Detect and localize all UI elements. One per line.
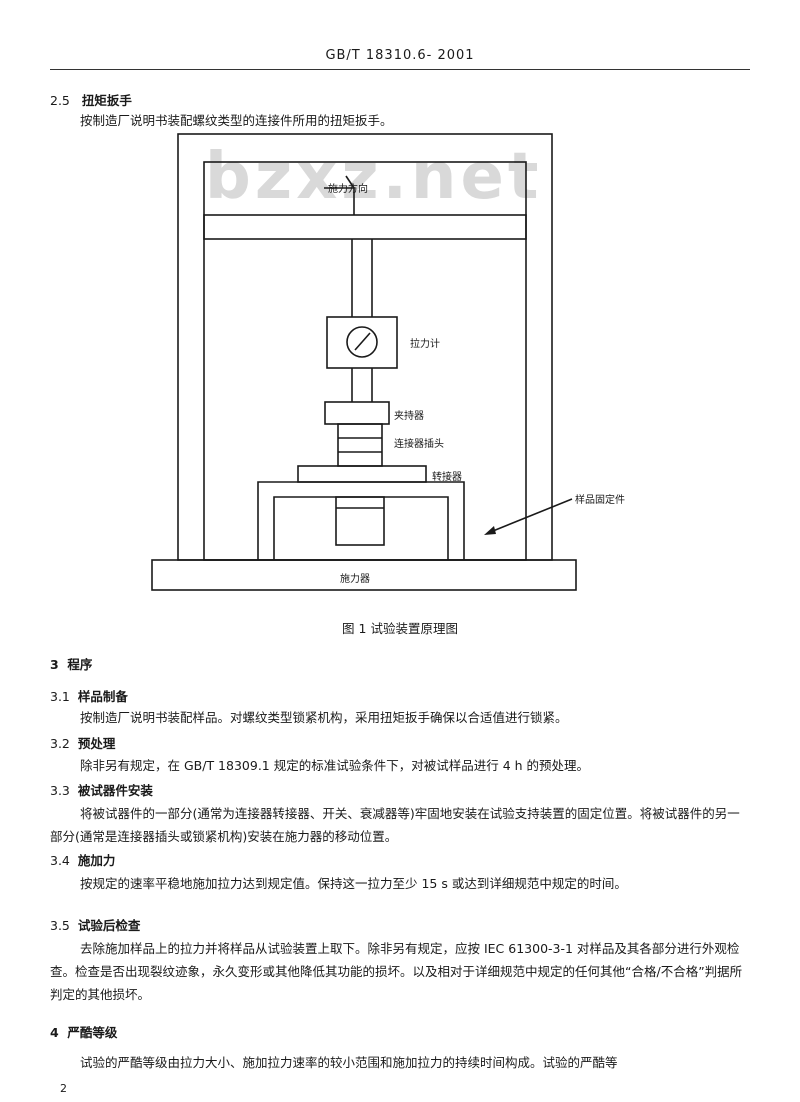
section-3-5-heading: 3.5 试验后检查 <box>50 917 140 935</box>
gauge-box <box>326 316 398 369</box>
section-3-4-heading: 3.4 施加力 <box>50 852 115 870</box>
label-sample-holder: 样品固定件 <box>575 495 625 506</box>
section-title: 试验后检查 <box>77 918 141 933</box>
section-2-5-body: 按制造厂说明书装配螺纹类型的连接件所用的扭矩扳手。 <box>80 113 393 128</box>
label-fixture: 夹持器 <box>394 411 424 422</box>
force-device-base <box>151 559 577 591</box>
section-title: 预处理 <box>77 736 116 751</box>
label-connector-head: 连接器插头 <box>394 439 444 450</box>
lower-connector <box>335 496 385 546</box>
section-3-2-body: 除非另有规定，在 GB/T 18309.1 规定的标准试验条件下，对被试样品进行… <box>80 758 590 773</box>
section-title: 被试器件安装 <box>77 783 153 798</box>
label-adapter: 转接器 <box>432 472 462 483</box>
gauge-dial <box>346 326 378 358</box>
section-3-3-body: 将被试器件的一部分(通常为连接器转接器、开关、衰减器等)牢固地安装在试验支持装置… <box>50 806 740 844</box>
section-title: 严酷等级 <box>67 1025 118 1040</box>
test-apparatus-figure <box>151 133 577 591</box>
section-2-5-heading: 2.5 扭矩扳手 <box>50 92 132 110</box>
section-number: 2.5 <box>50 93 70 108</box>
section-number: 4 <box>50 1025 59 1040</box>
sample-holder-inner <box>273 496 449 560</box>
section-title: 样品制备 <box>77 689 128 704</box>
section-title: 施加力 <box>77 853 116 868</box>
frame-inner <box>203 161 527 561</box>
section-number: 3.5 <box>50 918 70 933</box>
page-number: 2 <box>60 1082 67 1095</box>
section-3-1-heading: 3.1 样品制备 <box>50 688 128 706</box>
section-number: 3.2 <box>50 736 70 751</box>
label-gauge: 拉力计 <box>410 339 440 350</box>
section-4-body: 试验的严酷等级由拉力大小、施加拉力速率的较小范围和施加拉力的持续时间构成。试验的… <box>80 1055 618 1070</box>
section-title: 程序 <box>67 657 93 672</box>
adapter-plate <box>297 465 427 483</box>
section-number: 3.4 <box>50 853 70 868</box>
leader-arrowhead <box>484 526 496 535</box>
section-3-heading: 3 程序 <box>50 656 92 674</box>
section-3-2-heading: 3.2 预处理 <box>50 735 115 753</box>
sample-holder-outer <box>257 481 465 560</box>
header-rule <box>50 69 750 70</box>
section-3-4-body: 按规定的速率平稳地施加拉力达到规定值。保持这一拉力至少 15 s 或达到详细规范… <box>80 876 627 891</box>
fixture-box <box>324 401 390 425</box>
section-title: 扭矩扳手 <box>81 93 132 108</box>
connector-head <box>337 423 383 467</box>
label-force-direction: 施力方向 <box>328 184 368 195</box>
label-force-device: 施力器 <box>340 574 370 585</box>
section-3-5-body: 去除施加样品上的拉力并将样品从试验装置上取下。除非另有规定，应按 IEC 613… <box>50 941 743 1002</box>
section-3-3-heading: 3.3 被试器件安装 <box>50 782 153 800</box>
section-number: 3.3 <box>50 783 70 798</box>
section-4-heading: 4 严酷等级 <box>50 1024 117 1042</box>
page-header: GB/T 18310.6- 2001 <box>325 48 475 63</box>
section-number: 3.1 <box>50 689 70 704</box>
section-3-1-body: 按制造厂说明书装配样品。对螺纹类型锁紧机构，采用扭矩扳手确保以合适值进行锁紧。 <box>80 710 568 725</box>
crossbeam <box>203 214 527 240</box>
watermark: bzxz.net <box>205 140 543 214</box>
figure-caption: 图 1 试验装置原理图 <box>342 621 458 636</box>
frame-outer <box>177 133 553 561</box>
section-number: 3 <box>50 657 59 672</box>
